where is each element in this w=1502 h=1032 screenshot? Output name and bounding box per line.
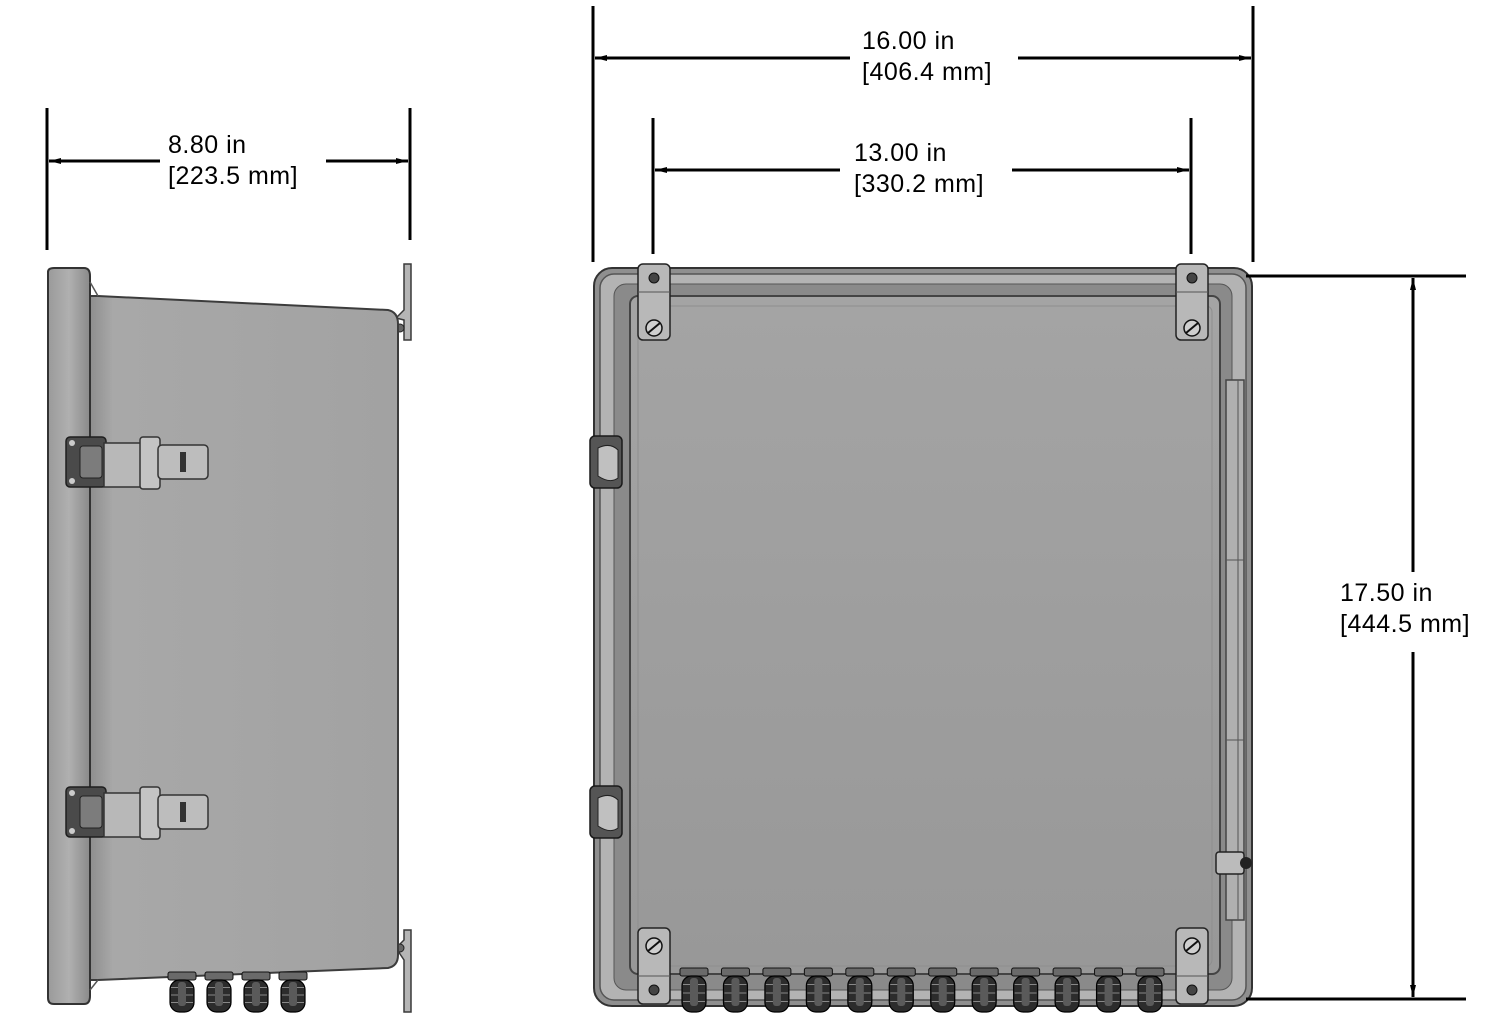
front-gland-6 <box>886 967 916 1013</box>
mount-ear-2 <box>1175 263 1209 341</box>
overall-width-metric: [406.4 mm] <box>862 58 993 86</box>
front-gland-1 <box>679 967 709 1013</box>
mount-spacing-label: 13.00 in [330.2 mm] <box>854 138 985 200</box>
overall-width-imperial: 16.00 in <box>862 27 955 55</box>
mount-ear-1 <box>637 263 671 341</box>
side-latch-bottom <box>65 786 209 840</box>
side-door-flange <box>47 267 91 1005</box>
side-depth-metric: [223.5 mm] <box>168 162 299 190</box>
front-gland-7 <box>928 967 958 1013</box>
front-gland-2 <box>720 967 750 1013</box>
side-depth-imperial: 8.80 in <box>168 131 247 159</box>
side-gland-2 <box>204 971 234 1013</box>
front-gland-8 <box>969 967 999 1013</box>
front-latch-bottom <box>589 785 623 839</box>
front-gland-12 <box>1135 967 1165 1013</box>
mount-ear-3 <box>637 927 671 1005</box>
side-cable-glands <box>167 971 308 1013</box>
overall-height-metric: [444.5 mm] <box>1340 610 1471 638</box>
front-gland-5 <box>845 967 875 1013</box>
mount-ear-4 <box>1175 927 1209 1005</box>
front-mount-ears <box>637 263 1209 1005</box>
overall-height-imperial: 17.50 in <box>1340 579 1433 607</box>
front-cable-glands <box>679 967 1165 1013</box>
front-gland-9 <box>1011 967 1041 1013</box>
overall-height-label: 17.50 in [444.5 mm] <box>1340 578 1471 640</box>
side-gland-1 <box>167 971 197 1013</box>
mount-spacing-imperial: 13.00 in <box>854 139 947 167</box>
side-latch-top <box>65 436 209 490</box>
side-body <box>87 295 399 981</box>
front-view <box>589 263 1253 1013</box>
side-depth-label: 8.80 in [223.5 mm] <box>168 130 299 192</box>
front-gland-10 <box>1052 967 1082 1013</box>
front-gland-11 <box>1094 967 1124 1013</box>
mount-spacing-metric: [330.2 mm] <box>854 170 985 198</box>
side-gland-4 <box>278 971 308 1013</box>
front-gland-4 <box>803 967 833 1013</box>
front-latch-top <box>589 435 623 489</box>
dimension-lines <box>45 6 1466 1001</box>
side-gland-3 <box>241 971 271 1013</box>
side-view <box>47 263 412 1013</box>
front-hinge-strip <box>1225 379 1245 921</box>
front-lock-pin <box>1215 851 1252 875</box>
overall-width-label: 16.00 in [406.4 mm] <box>862 26 993 88</box>
front-gland-3 <box>762 967 792 1013</box>
front-door-panel <box>629 295 1221 975</box>
